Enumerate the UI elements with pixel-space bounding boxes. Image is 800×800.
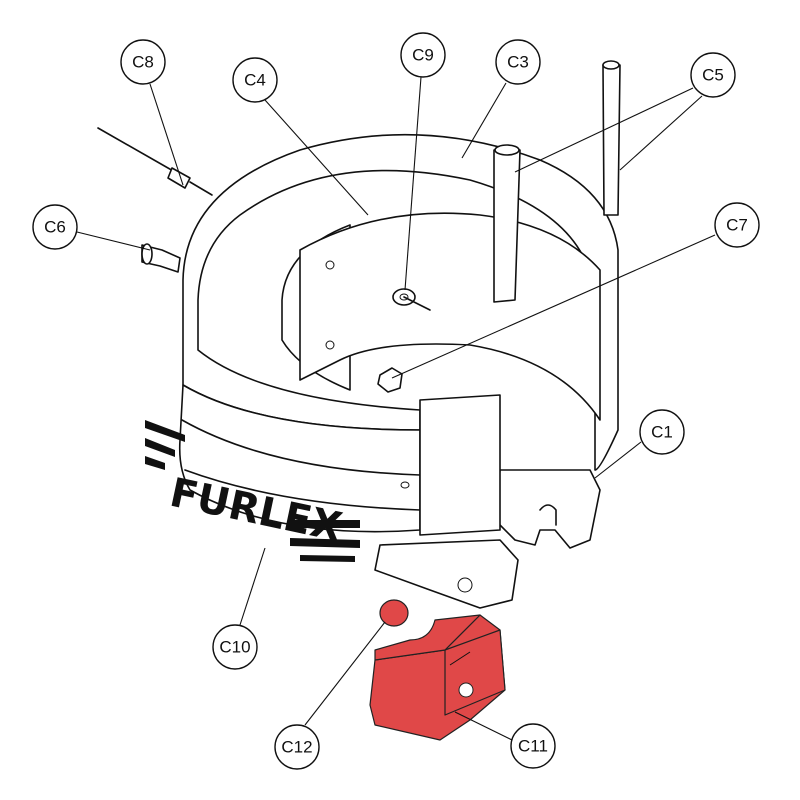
- svg-text:C3: C3: [507, 53, 529, 72]
- callout-c7: C7: [714, 202, 760, 248]
- callout-c12: C12: [274, 724, 320, 770]
- callout-c3: C3: [495, 39, 541, 85]
- svg-text:C9: C9: [412, 46, 434, 65]
- svg-text:C5: C5: [702, 66, 724, 85]
- svg-text:C8: C8: [132, 53, 154, 72]
- part-c11-red-block: [369, 614, 506, 741]
- svg-text:C1: C1: [651, 423, 673, 442]
- part-small-hardware: [97, 127, 431, 393]
- part-c5-rods: [493, 60, 621, 303]
- part-c1-base: [374, 469, 601, 609]
- svg-text:C4: C4: [244, 71, 266, 90]
- svg-text:C10: C10: [219, 638, 250, 657]
- svg-text:C6: C6: [44, 218, 66, 237]
- callout-c5: C5: [690, 52, 736, 98]
- part-c4-inner-ring: [281, 212, 601, 536]
- callout-c8: C8: [120, 39, 166, 85]
- callout-c1: C1: [639, 409, 685, 455]
- callout-c6: C6: [32, 204, 78, 250]
- callout-c4: C4: [232, 57, 278, 103]
- svg-text:C12: C12: [281, 738, 312, 757]
- svg-text:C11: C11: [518, 737, 548, 756]
- callout-c11: C11: [510, 723, 556, 769]
- part-c12-red-cap: [379, 599, 409, 627]
- callout-c9: C9: [400, 32, 446, 78]
- callout-c10: C10: [212, 624, 258, 670]
- leader-lines: [76, 76, 716, 741]
- svg-text:C7: C7: [726, 216, 748, 235]
